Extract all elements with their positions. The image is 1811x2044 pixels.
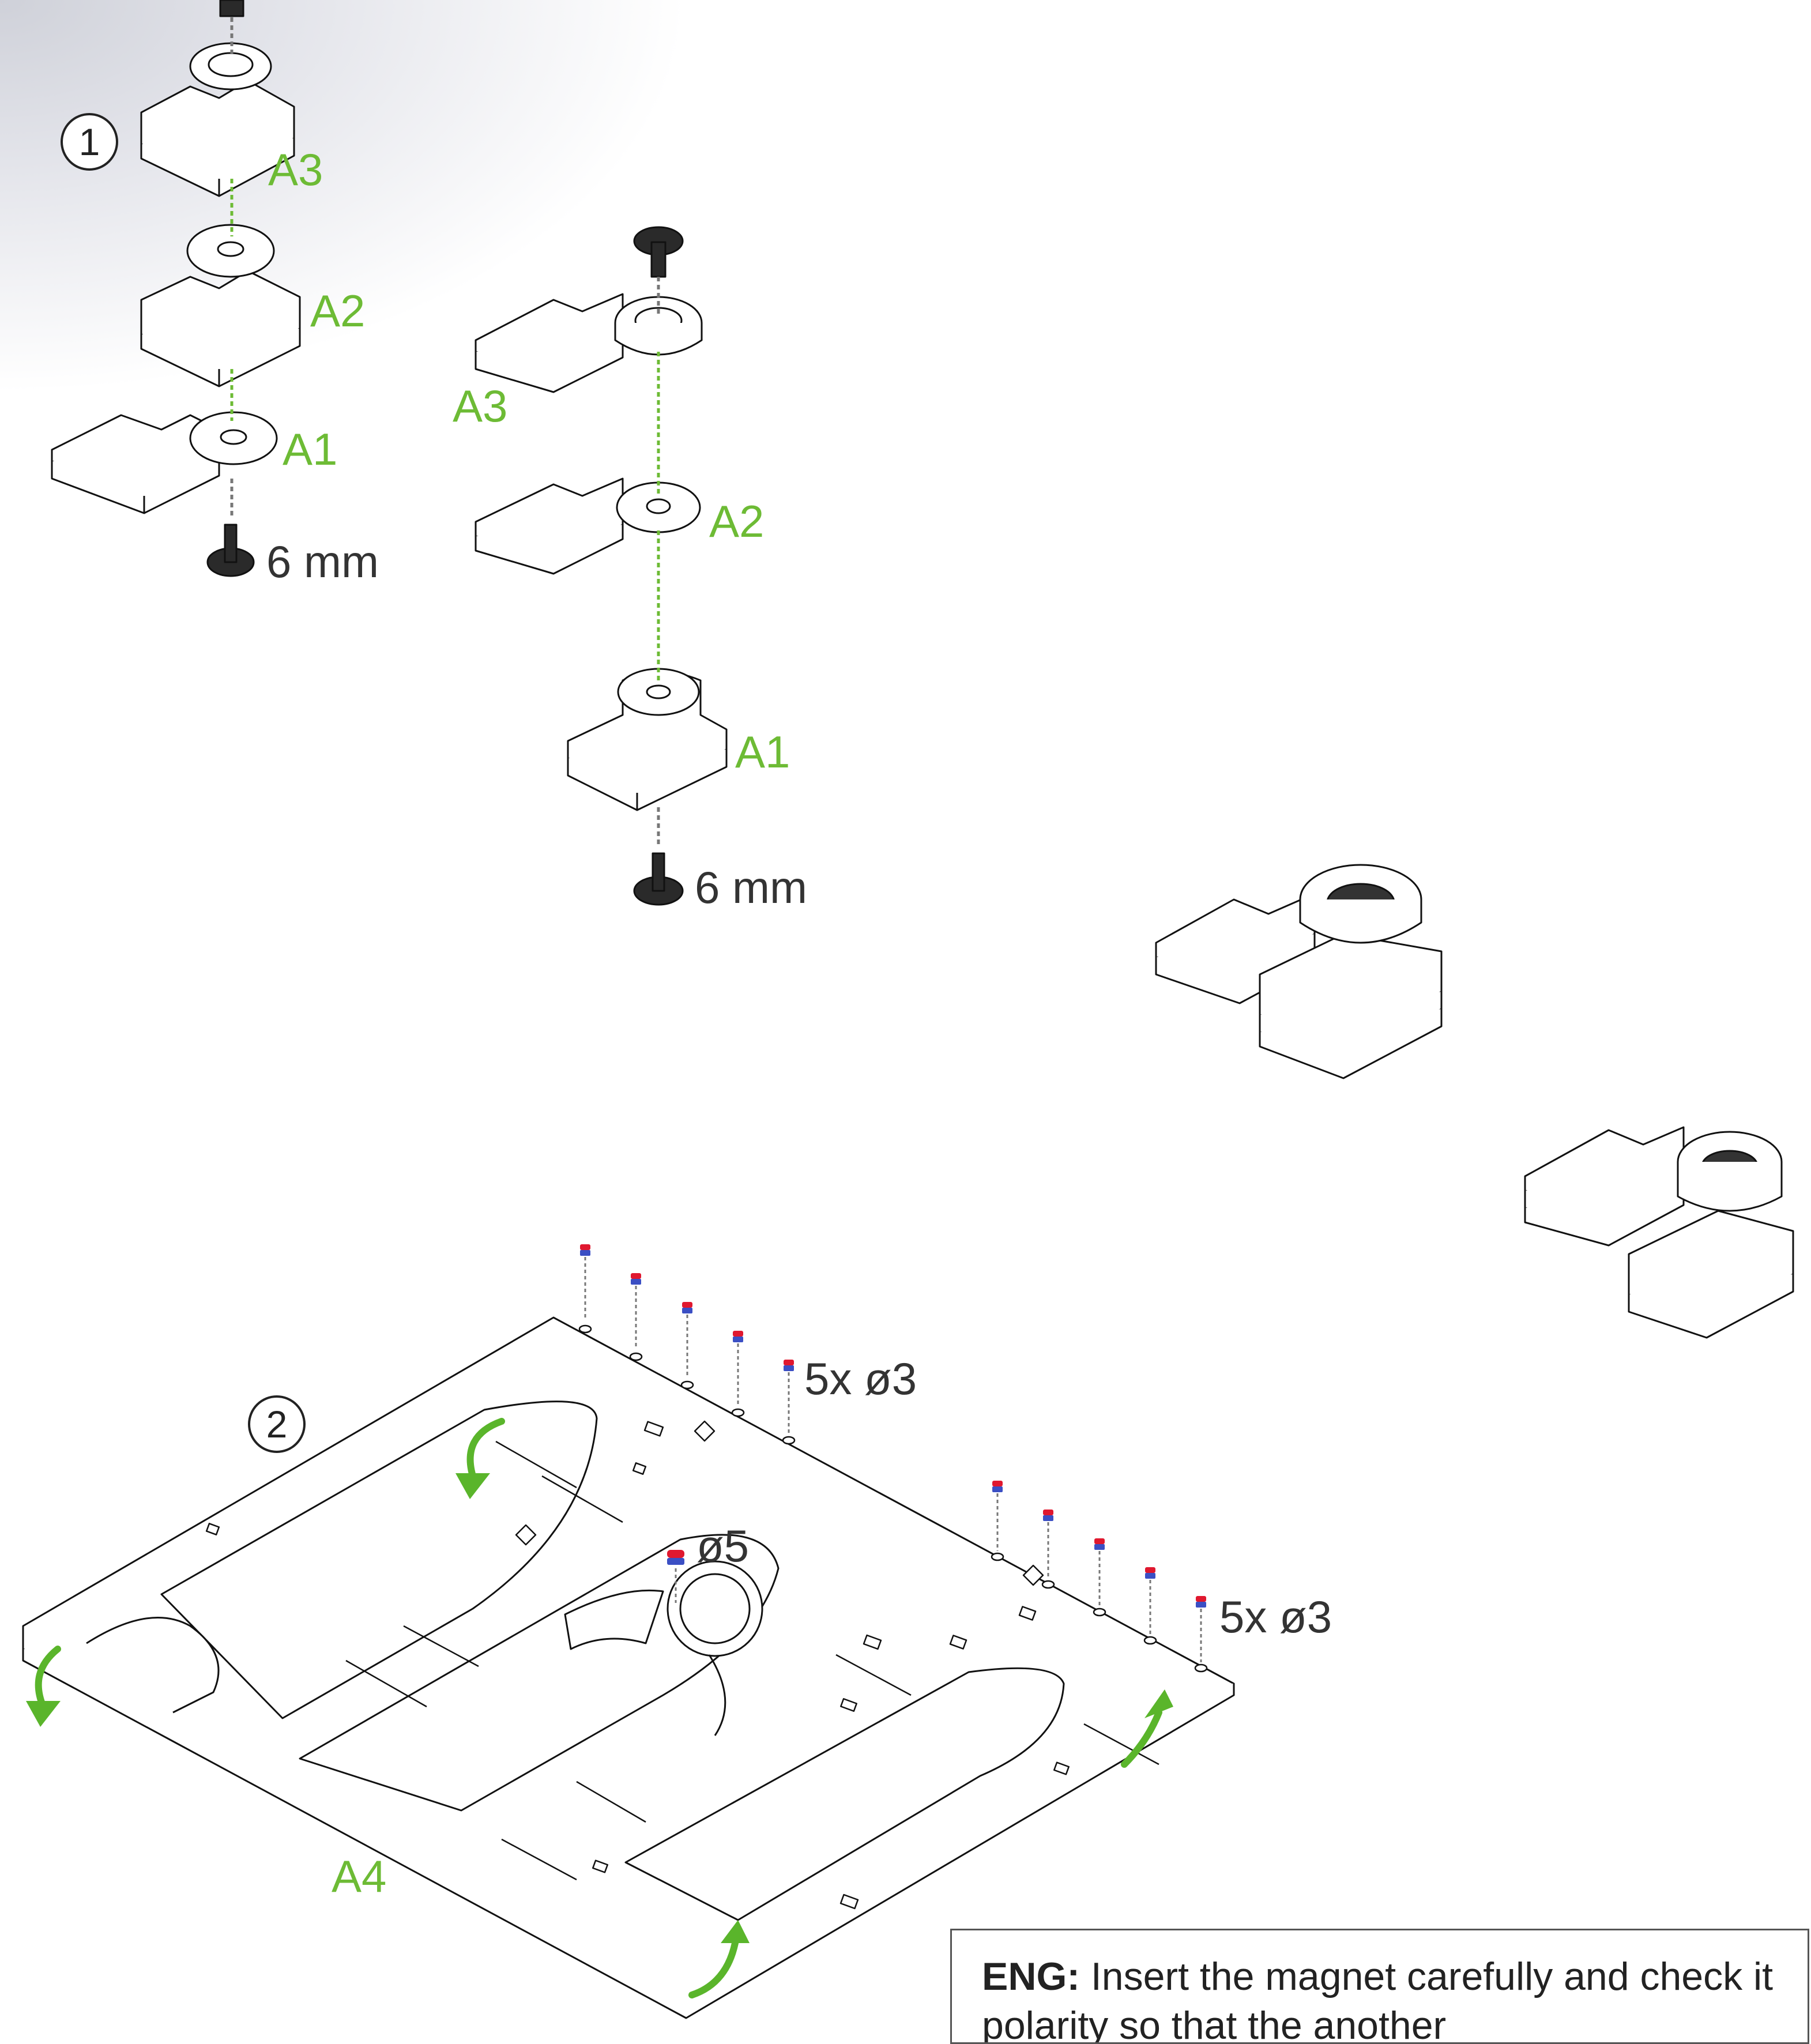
label-a3-right: A3 [453,381,508,431]
label-a4: A4 [332,1851,387,1902]
label-magnets-row-2: 5x ø3 [1219,1591,1332,1642]
magnet-row-1-magnets [580,1244,794,1371]
left-stack [51,0,301,577]
center-magnet [667,1550,684,1603]
label-a2-right: A2 [709,496,765,547]
magnet-row-2 [996,1493,1202,1662]
step-2-number: 2 [248,1395,306,1453]
step-1-number: 1 [61,113,118,171]
assembled-block-1 [1155,864,1443,1079]
screw-icon [219,0,244,17]
part-a2-left [140,224,301,387]
base-plate-a4 [22,1316,1235,2019]
label-screw-left: 6 mm [266,536,379,587]
label-a3-left: A3 [268,144,323,195]
fold-arrows [35,1418,1162,1998]
label-center-magnet: ø5 [696,1520,750,1571]
part-a1-left [51,411,278,514]
label-screw-right: 6 mm [695,862,807,913]
label-a1-left: A1 [283,424,338,475]
part-a2-right [475,477,701,575]
part-a3-right [475,293,703,393]
label-magnets-row-1: 5x ø3 [804,1353,917,1404]
right-stack [475,226,728,906]
label-a2-left: A2 [310,285,366,336]
note-text: Insert the magnet carefully and check it… [982,1955,1773,2044]
instruction-note: ENG: Insert the magnet carefully and che… [950,1929,1809,2044]
magnet-row-1 [584,1257,790,1433]
note-language: ENG: [982,1955,1080,1998]
part-a1-right [567,668,728,811]
assembled-block-2 [1524,1126,1794,1339]
magnet-row-2-magnets [992,1481,1206,1608]
label-a1-right: A1 [735,726,790,777]
